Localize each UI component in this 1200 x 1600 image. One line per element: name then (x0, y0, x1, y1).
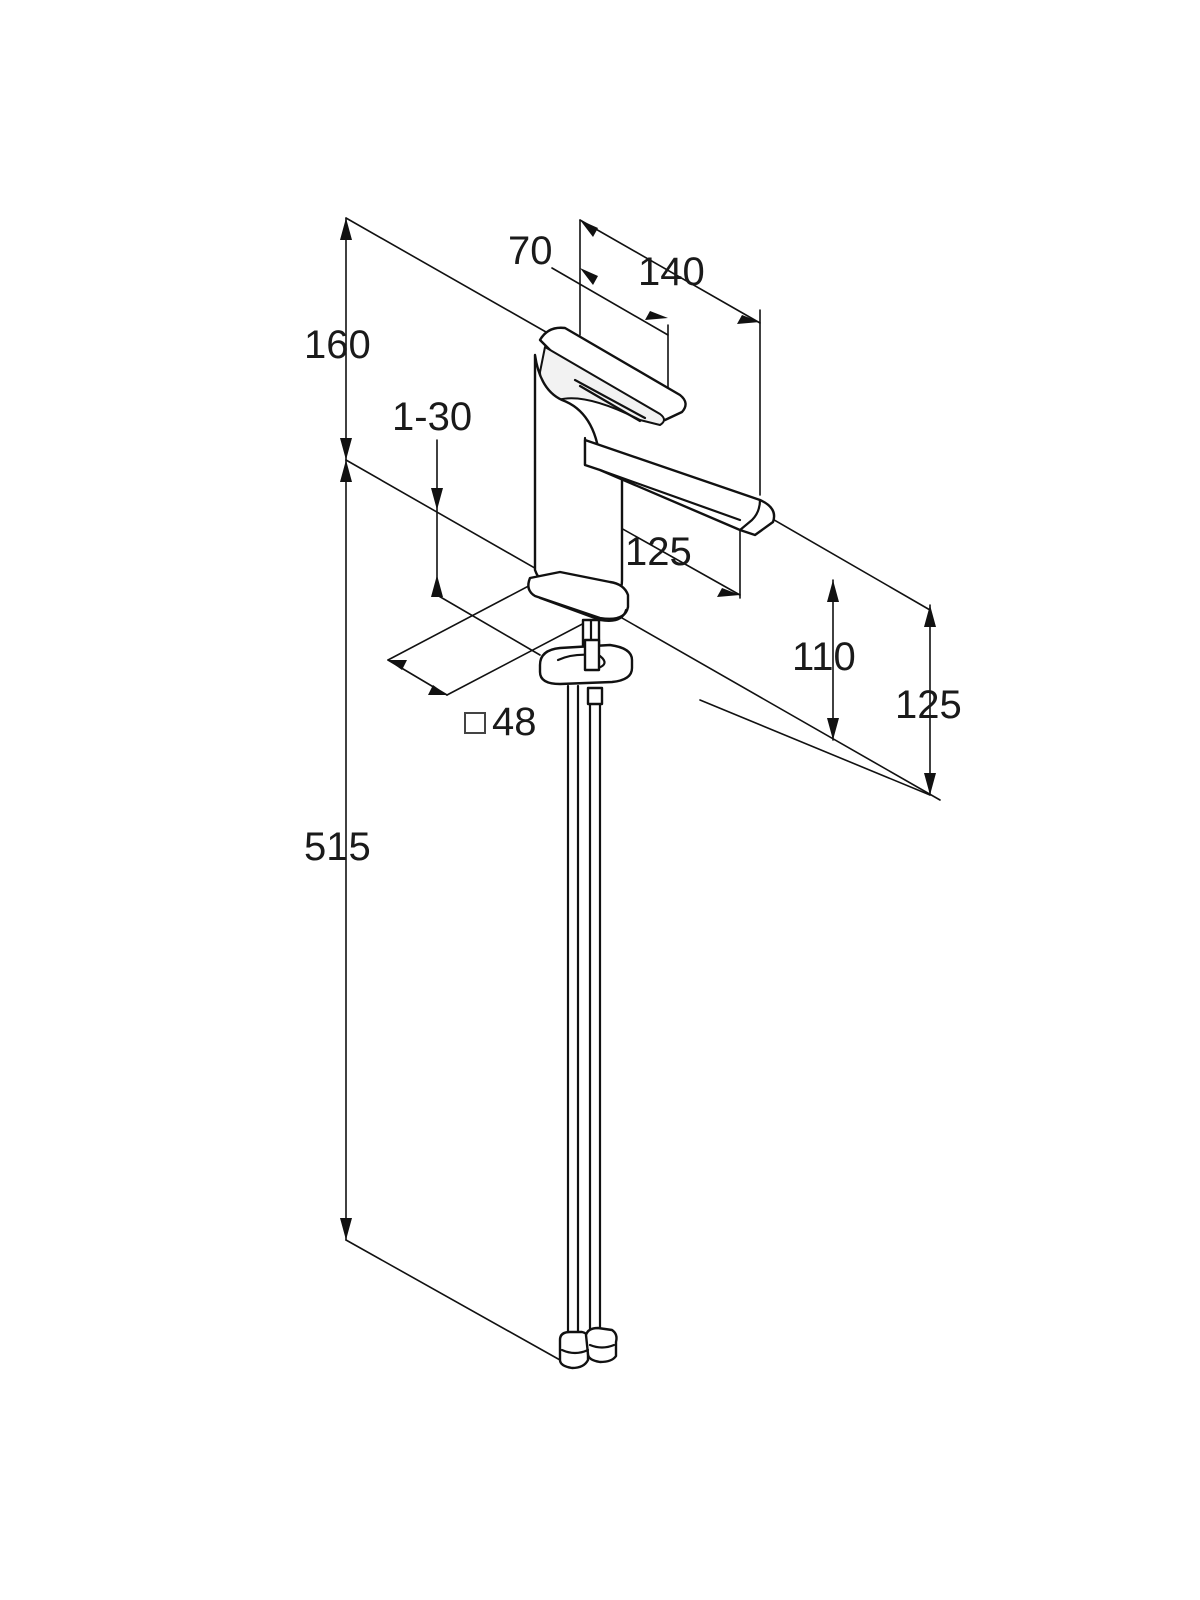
dim-label-1-30: 1-30 (392, 395, 472, 439)
faucet-illustration (527, 326, 776, 1370)
dim-label-125-right: 125 (895, 683, 962, 727)
square-outline-icon (464, 712, 486, 734)
dim-label-110: 110 (792, 635, 856, 679)
dim-label-70: 70 (508, 229, 553, 273)
dim-label-515: 515 (304, 825, 371, 869)
arrowheads (340, 218, 936, 1240)
dim-label-48: 48 (492, 700, 537, 744)
dim-label-160: 160 (304, 323, 371, 367)
dim-label-140: 140 (638, 250, 705, 294)
dim-label-125-spout: 125 (625, 530, 692, 574)
